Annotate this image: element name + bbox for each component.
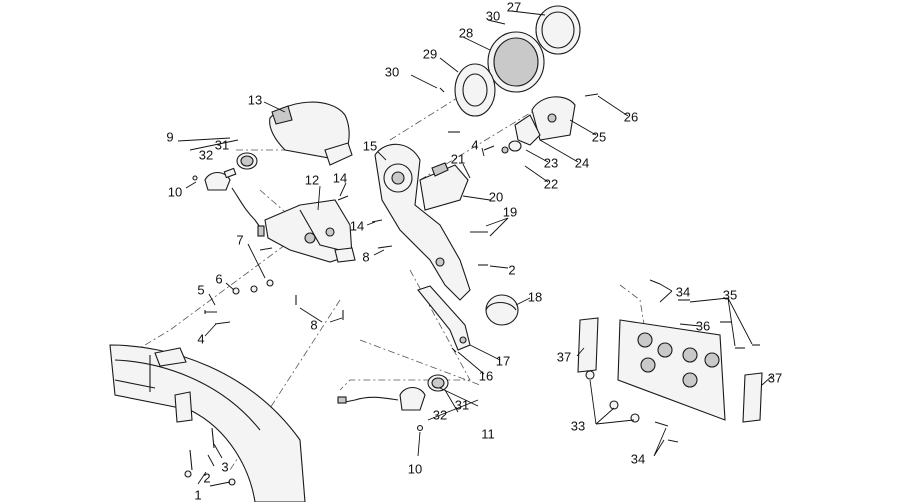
callout-c5: 5 xyxy=(197,282,204,297)
callout-c36: 36 xyxy=(696,318,710,333)
fasteners xyxy=(184,87,760,486)
round-lamp-assembly xyxy=(454,5,581,117)
callout-c21: 21 xyxy=(451,151,465,166)
callout-c18: 18 xyxy=(528,289,542,304)
callout-c10a: 10 xyxy=(168,184,182,199)
callout-c13: 13 xyxy=(248,92,262,107)
callout-c35: 35 xyxy=(723,287,737,302)
callout-c32a: 32 xyxy=(199,147,213,162)
callout-c30a: 30 xyxy=(385,64,399,79)
callout-c7: 7 xyxy=(236,232,243,247)
callout-c14a: 14 xyxy=(333,170,347,185)
callout-c10b: 10 xyxy=(408,461,422,476)
callout-c23: 23 xyxy=(544,155,558,170)
callout-c34b: 34 xyxy=(631,451,645,466)
callout-c37b: 37 xyxy=(768,370,782,385)
reflector xyxy=(485,294,519,326)
license-bracket xyxy=(374,143,471,301)
callout-c8b: 8 xyxy=(362,249,369,264)
callout-c9: 9 xyxy=(166,129,173,144)
plate-holder xyxy=(577,317,763,423)
callout-c8a: 8 xyxy=(310,317,317,332)
callout-c31b: 31 xyxy=(455,397,469,412)
callout-c4b: 4 xyxy=(471,137,478,152)
callout-c26: 26 xyxy=(624,109,638,124)
turn-signal-lamp xyxy=(419,162,469,211)
callout-c37a: 37 xyxy=(557,349,571,364)
callout-c34a: 34 xyxy=(676,284,690,299)
lamp-mount xyxy=(501,96,576,154)
callout-c11: 11 xyxy=(481,426,495,441)
callout-c6: 6 xyxy=(215,271,222,286)
light-bracket xyxy=(264,199,356,263)
callout-c22: 22 xyxy=(544,176,558,191)
callout-c17: 17 xyxy=(496,353,510,368)
callout-c4a: 4 xyxy=(197,331,204,346)
callout-c12: 12 xyxy=(305,172,319,187)
callout-c30b: 30 xyxy=(486,8,500,23)
callout-c20: 20 xyxy=(489,189,503,204)
callout-c31a: 31 xyxy=(215,137,229,152)
callout-c16: 16 xyxy=(479,368,493,383)
callout-c3: 3 xyxy=(221,459,228,474)
callout-c32b: 32 xyxy=(433,407,447,422)
callout-c15: 15 xyxy=(363,138,377,153)
leader-lines xyxy=(177,10,773,487)
callout-c24: 24 xyxy=(575,155,589,170)
callout-c33: 33 xyxy=(571,418,585,433)
callout-c1: 1 xyxy=(194,487,201,502)
callout-c19: 19 xyxy=(503,204,517,219)
callout-c14b: 14 xyxy=(350,218,364,233)
callout-c25: 25 xyxy=(592,129,606,144)
rear-fender xyxy=(109,344,306,502)
callout-c2b: 2 xyxy=(508,262,515,277)
callout-c28: 28 xyxy=(459,25,473,40)
callout-c2a: 2 xyxy=(203,470,210,485)
callout-c27: 27 xyxy=(507,0,521,14)
callout-numbers: 1234567889101011121314141516171819202122… xyxy=(166,0,782,502)
tail-light-cover xyxy=(269,101,353,166)
left-marker-lamp xyxy=(192,152,265,237)
callout-c29: 29 xyxy=(423,46,437,61)
bottom-marker-lamp xyxy=(337,374,449,432)
